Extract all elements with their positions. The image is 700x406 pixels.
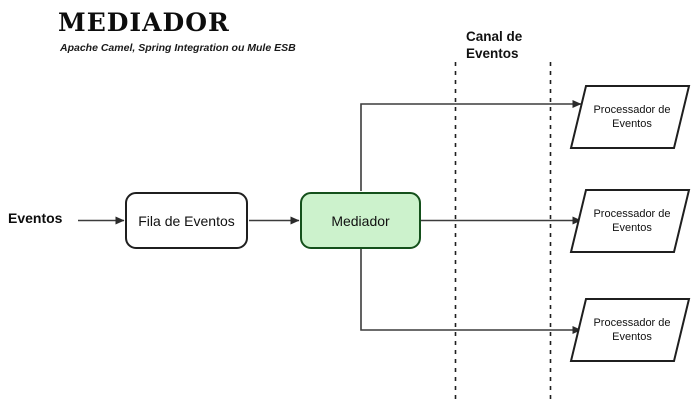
page-subtitle: Apache Camel, Spring Integration ou Mule… bbox=[60, 42, 296, 54]
wire-mediator-to-processor-1 bbox=[360, 100, 582, 191]
parallelogram-shape-3 bbox=[569, 298, 691, 362]
node-processador-eventos-2-label: Processador de Eventos bbox=[593, 208, 671, 234]
node-processador-eventos-2[interactable]: Processador de Eventos bbox=[569, 188, 691, 254]
channel-label: Canal de Eventos bbox=[466, 29, 523, 61]
wire-mediator-to-processor-3 bbox=[360, 249, 582, 334]
channel-boundary-lines bbox=[454, 62, 552, 400]
node-processador-eventos-1-label: Processador de Eventos bbox=[593, 104, 671, 130]
parallelogram-shape-1 bbox=[569, 85, 691, 149]
parallelogram-shape-2 bbox=[569, 189, 691, 253]
node-fila-de-eventos[interactable]: Fila de Eventos bbox=[125, 192, 248, 249]
node-mediador-label: Mediador bbox=[331, 212, 390, 229]
node-processador-eventos-1[interactable]: Processador de Eventos bbox=[569, 84, 691, 150]
node-processador-eventos-3[interactable]: Processador de Eventos bbox=[569, 297, 691, 363]
node-mediador[interactable]: Mediador bbox=[300, 192, 421, 249]
node-processador-eventos-3-label: Processador de Eventos bbox=[593, 317, 671, 343]
node-fila-de-eventos-label: Fila de Eventos bbox=[138, 212, 235, 229]
input-label-eventos: Eventos bbox=[8, 210, 63, 226]
page-title: Mediador bbox=[58, 0, 230, 40]
